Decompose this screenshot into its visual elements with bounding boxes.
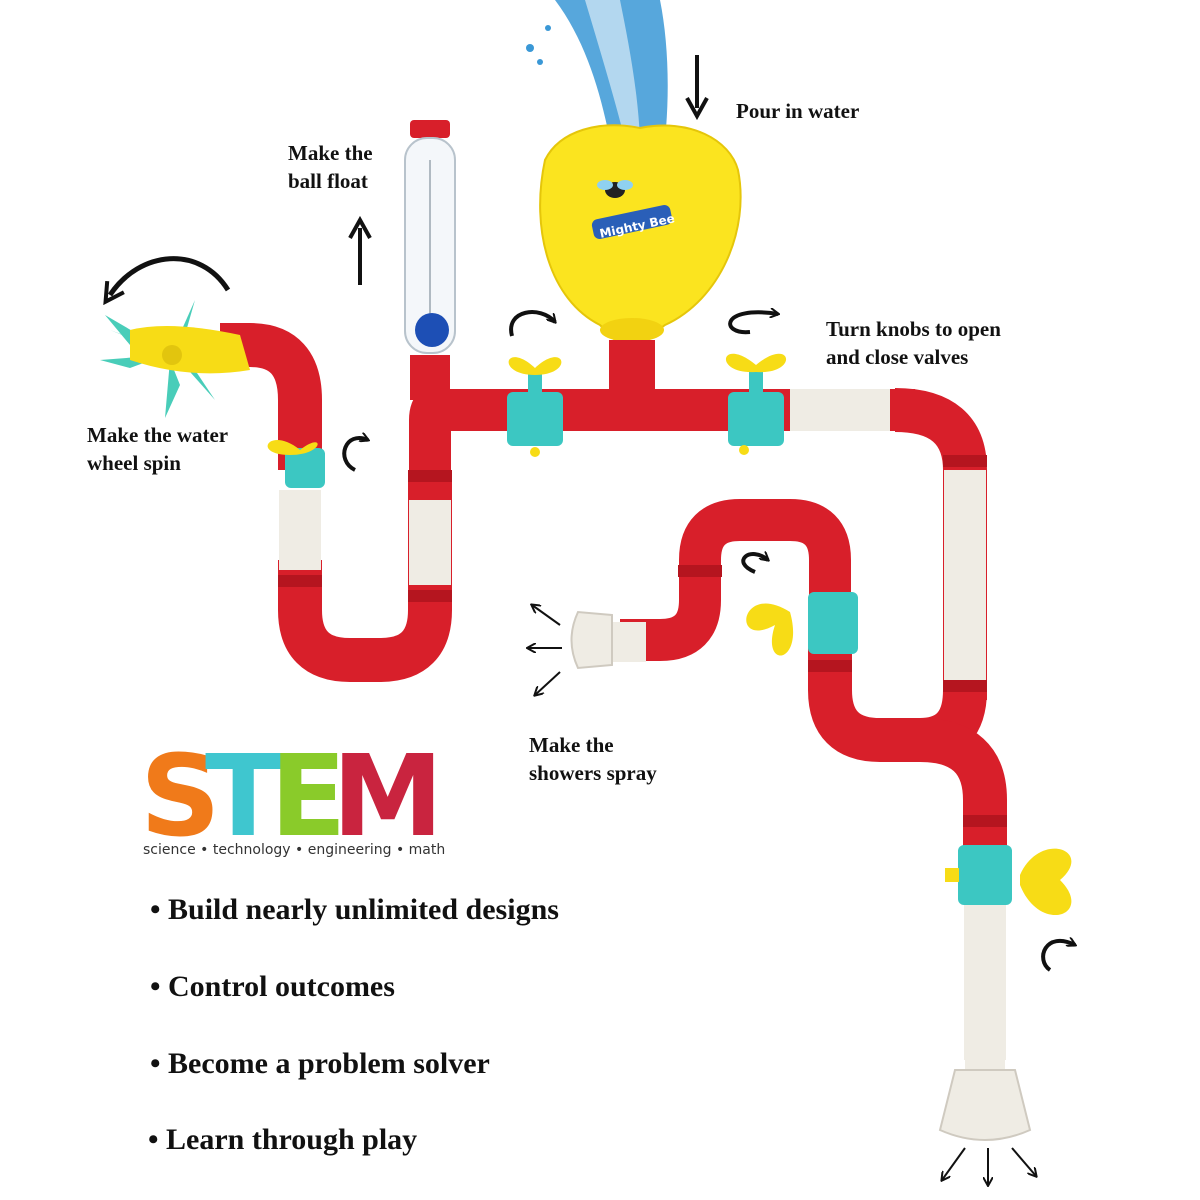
bullet-item: • Become a problem solver	[150, 1047, 490, 1080]
stem-letter-m: M	[332, 732, 443, 862]
bullet-item: • Learn through play	[148, 1123, 418, 1156]
valve-right[interactable]	[725, 353, 787, 455]
shower-head-side	[570, 610, 646, 670]
wheel-rotate-arrow	[110, 256, 231, 295]
label-pour-in-water: Pour in water	[736, 99, 860, 123]
label-ball-float: Make the ball float	[288, 141, 373, 193]
water-stream	[526, 0, 668, 140]
stem-letter-t: T	[205, 732, 281, 862]
stem-letter-s: S	[140, 732, 221, 862]
label-showers-spray: Make the showers spray	[529, 733, 657, 785]
valve-bottom[interactable]	[945, 845, 1072, 916]
valve-wheel[interactable]	[267, 440, 325, 488]
bullet-item: • Build nearly unlimited designs	[150, 893, 559, 926]
label-water-wheel: Make the water wheel spin	[87, 423, 229, 475]
water-wheel	[100, 300, 250, 418]
rotate-arrows	[342, 312, 1075, 972]
spray-arrows-bottom	[942, 1147, 1036, 1185]
label-turn-knobs: Turn knobs to open and close valves	[826, 317, 1001, 369]
valve-shower[interactable]	[746, 592, 858, 656]
spray-arrows-side	[528, 605, 562, 695]
float-ball	[415, 313, 449, 347]
stem-subtitle: science • technology • engineering • mat…	[143, 842, 446, 858]
stem-letter-e: E	[270, 732, 347, 862]
pipe-network	[220, 323, 1007, 1060]
shower-head-bottom	[938, 1030, 1032, 1141]
valve-left[interactable]	[507, 357, 563, 457]
ball-float-tube	[404, 120, 456, 354]
bullet-item: • Control outcomes	[150, 970, 395, 1003]
bee-logo	[597, 180, 633, 198]
stem-logo: S T E M	[140, 732, 443, 862]
funnel: Mighty Bee	[539, 124, 742, 342]
